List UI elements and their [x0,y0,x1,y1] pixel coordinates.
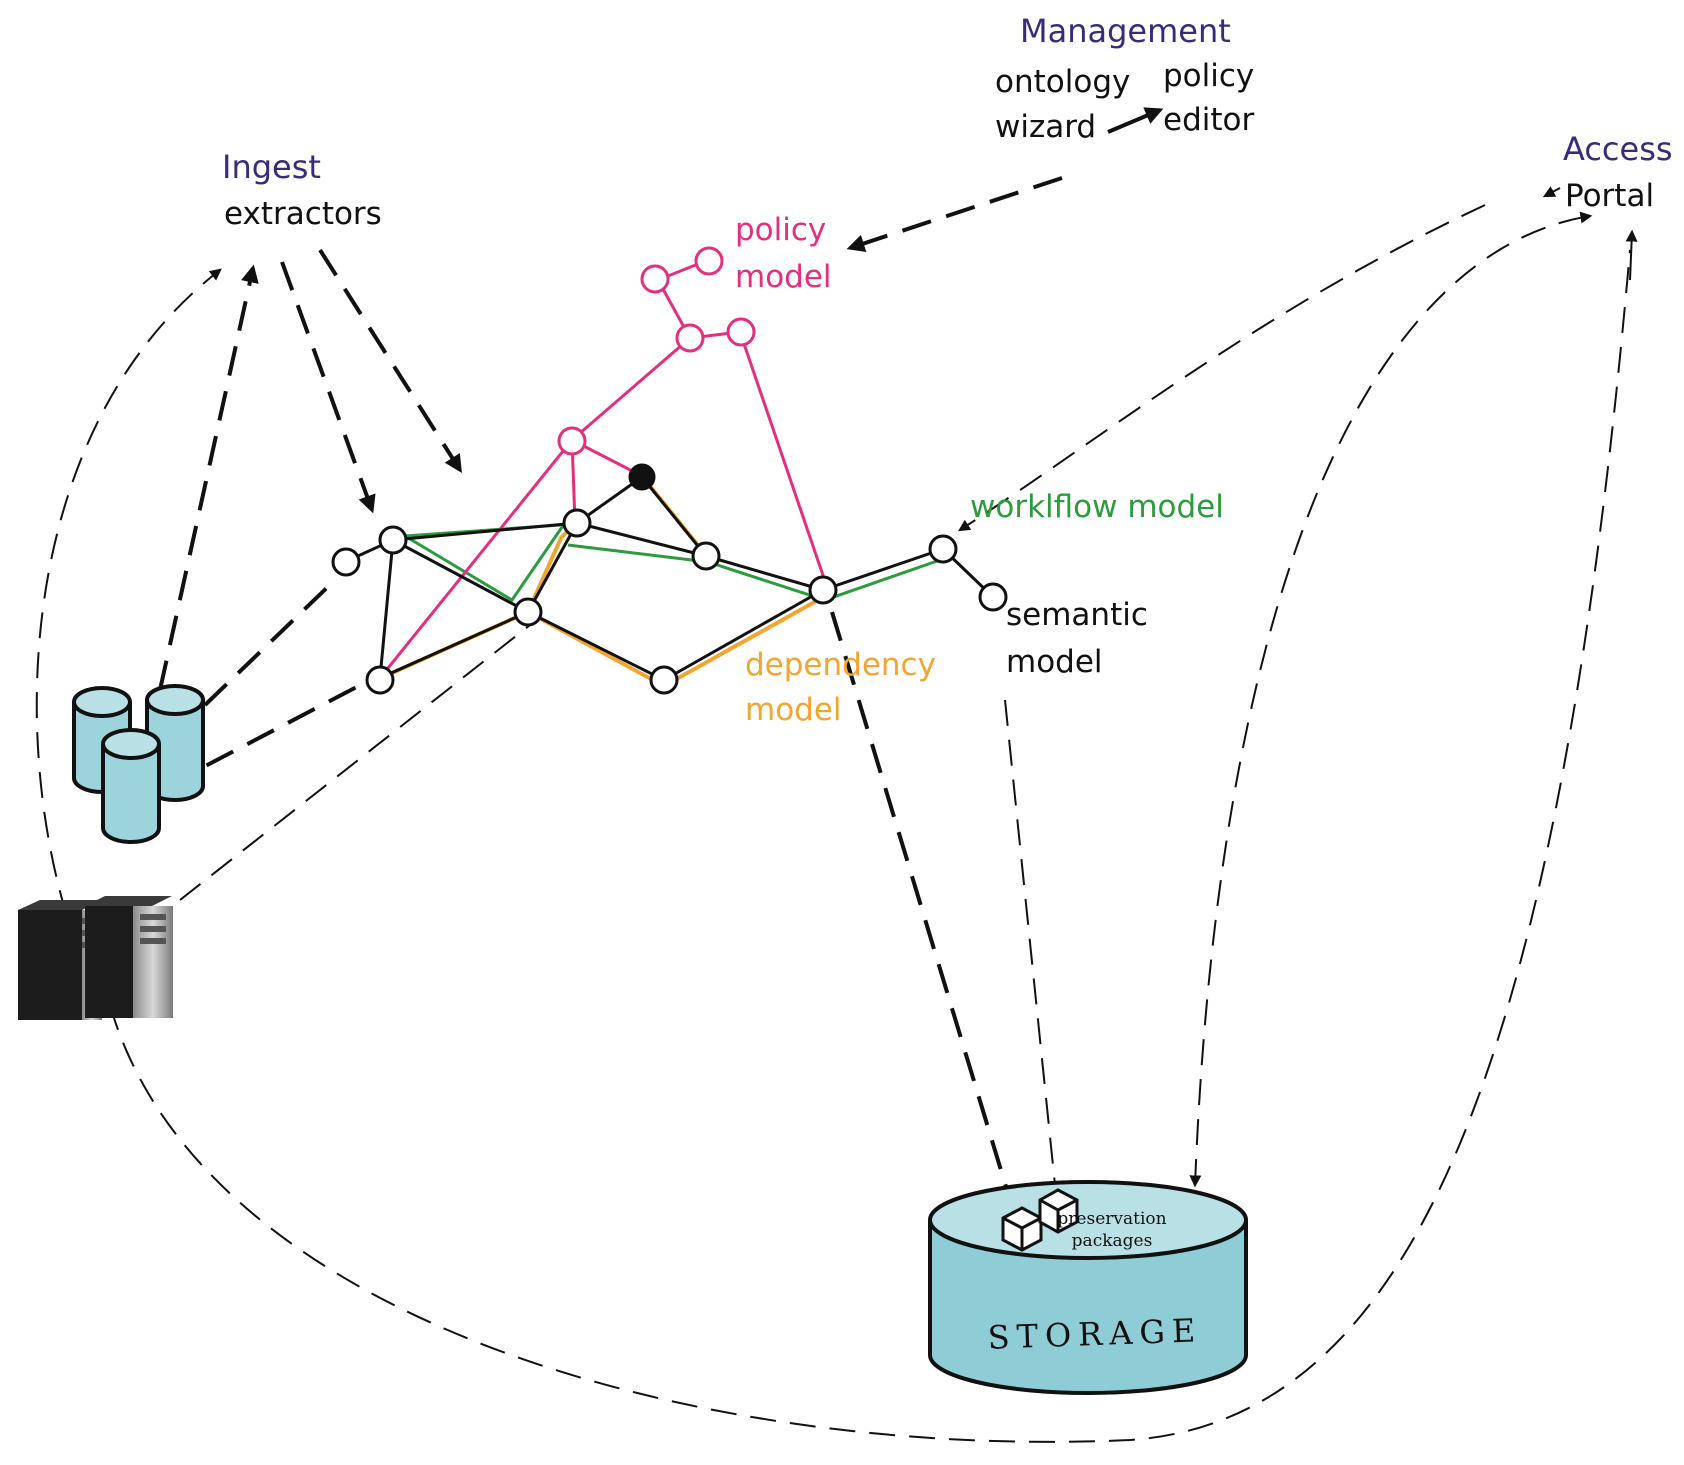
semantic-node [365,665,395,695]
policy-graph [378,258,830,679]
database-cylinders-icon [72,684,205,844]
semantic-node [808,575,838,605]
semantic-edges [346,475,995,682]
db-cylinder-3 [101,728,161,844]
portal-to-workflow [957,204,1486,532]
workflow-model-label: worklflow model [970,489,1224,525]
access-heading: Access [1563,130,1673,168]
extractors-to-graph-1 [280,261,376,514]
preservation-packages-label-1: preservation [1057,1209,1166,1229]
preservation-packages-label-2: packages [1072,1231,1153,1251]
semantic-node [928,534,958,564]
policy-node [694,246,724,276]
server-tower-2 [85,896,173,1018]
policy-model-label-1: policy [735,212,826,248]
package-cubes-icon [1001,1188,1079,1252]
semantic-node-filled [628,463,656,491]
editor-to-policy-model [846,176,1063,253]
cube-2 [1038,1188,1079,1234]
semantic-nodes [331,463,1008,695]
policy-nodes [557,246,756,456]
policy-node [675,323,705,353]
extractors-label: extractors [224,196,382,232]
management-heading: Management [1020,12,1231,50]
policy-model-label-2: model [735,259,832,295]
storage-label: STORAGE [987,1311,1203,1356]
db-to-extractors [158,264,259,691]
semantic-node [562,508,592,538]
semantic-node [331,547,361,577]
thin-dashed-connectors [35,186,1638,1443]
loop-server-to-extractors [35,268,222,991]
extractors-to-graph-2 [318,248,462,474]
dependency-model-label-1: dependency [745,647,936,683]
policy-node [557,426,587,456]
semantic-model-label-1: semantic [1006,597,1148,633]
policy-node [726,317,756,347]
semantic-model-label-2: model [1006,644,1103,680]
server-to-graph [179,624,531,901]
policy-editor-label-1: policy [1163,58,1254,94]
ingest-heading: Ingest [222,148,321,186]
wizard-to-editor [1107,107,1164,134]
graph-to-storage [830,611,1012,1201]
server-towers-icon [18,896,173,1020]
portal-up-arrow [1625,229,1638,281]
cube-1 [1001,1206,1043,1252]
labels: Management ontology wizard policy editor… [222,12,1673,1357]
semantic-node [378,525,408,555]
policy-node [640,264,670,294]
ontology-wizard-label-1: ontology [995,64,1130,100]
db-to-graph-1 [203,578,337,707]
portal-label: Portal [1565,178,1654,214]
portal-small-arrow [1542,186,1561,198]
loop-server-to-portal [109,249,1631,1443]
semantic-node [513,597,543,627]
policy-editor-label-2: editor [1163,102,1254,138]
storage-to-portal [1189,211,1593,1188]
semantic-node [691,541,721,571]
semantic-node [978,582,1008,612]
semantic-node [649,665,679,695]
ontology-wizard-label-2: wizard [995,109,1096,145]
dependency-model-label-2: model [745,692,842,728]
semantic-to-storage [1004,699,1056,1186]
